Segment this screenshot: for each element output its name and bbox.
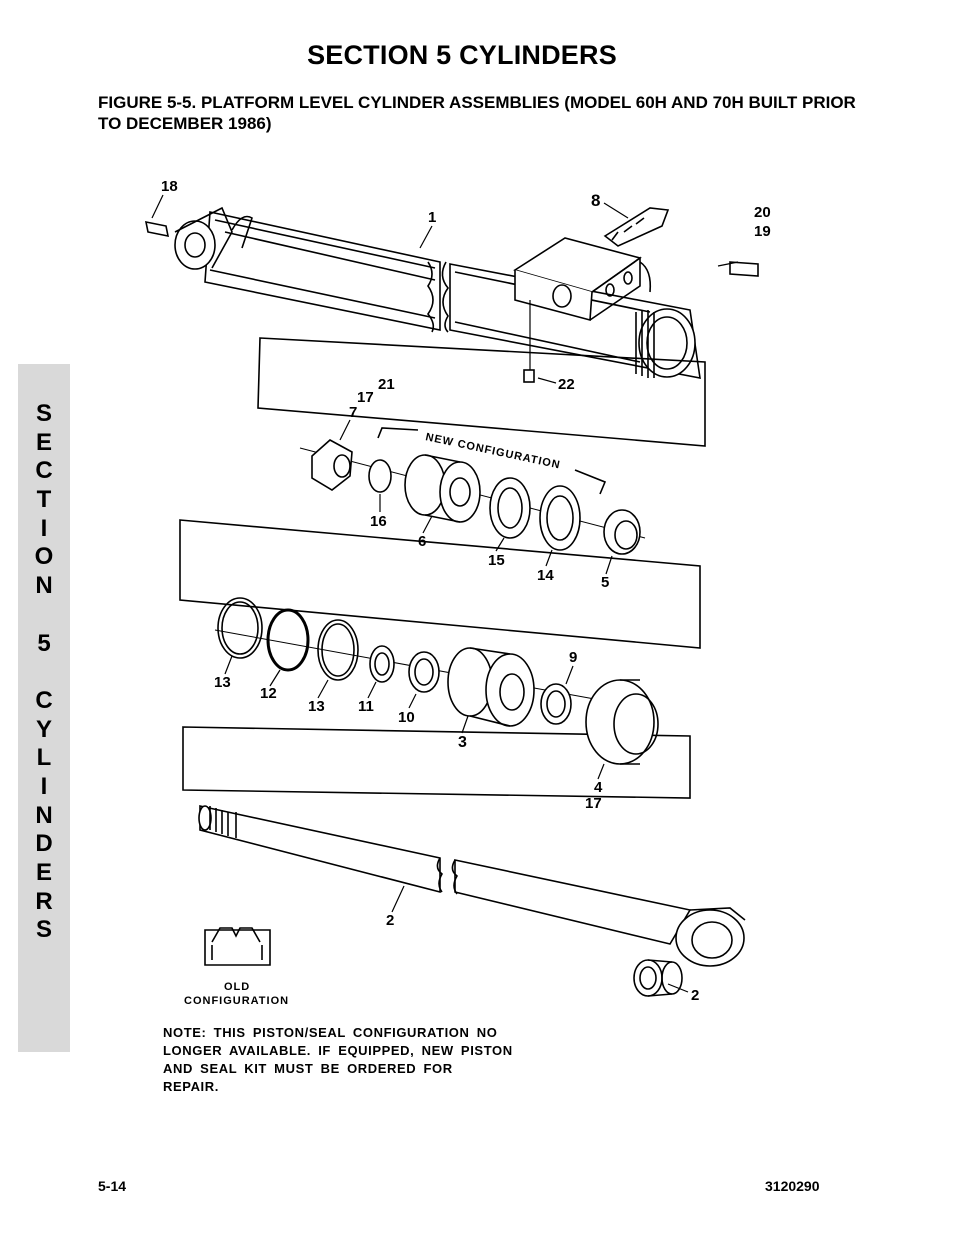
side-tab-letter: O [34,543,54,571]
ring-13a [217,597,263,659]
bushing-2 [633,959,663,997]
side-tab-letter: N [35,572,53,600]
callout-18: 18 [161,178,178,195]
ring-9 [540,683,572,725]
callout-9: 9 [569,649,577,666]
panel-bottom [182,726,691,799]
gland-4 [585,679,659,765]
configuration-note: NOTE: THIS PISTON/SEAL CONFIGURATION NO … [163,1025,513,1094]
side-tab-letter: L [36,744,52,772]
piston-3 [447,647,535,727]
seal-14 [539,485,581,551]
section-title: SECTION 5 CYLINDERS [307,40,617,70]
piston-6 [404,454,481,523]
callout-21: 21 [378,376,395,393]
callout-17-lower: 17 [585,795,602,812]
callout-2-rod: 2 [386,912,394,929]
leader-lines [151,194,739,993]
callout-14: 14 [537,567,554,584]
ring-12 [266,608,310,672]
side-tab-letter: S [35,916,52,944]
old-configuration-sketch [204,927,271,966]
callout-2-bushing: 2 [691,987,699,1004]
callout-1: 1 [428,209,436,226]
callout-12: 12 [260,685,277,702]
side-tab-letter: E [35,859,52,886]
callout-3: 3 [458,734,467,751]
callout-11: 11 [358,698,374,715]
valve-block [513,237,652,322]
ring-13b [317,619,359,681]
figure-title: FIGURE 5-5. PLATFORM LEVEL CYLINDER ASSE… [98,93,856,133]
side-tab-letter: C [35,686,53,714]
side-tab-letter: I [40,514,48,542]
bushing-5 [603,509,641,555]
side-tab-letter: Y [35,715,52,743]
rod-part [198,805,746,967]
grease-fitting [729,261,759,277]
callout-16: 16 [370,513,387,530]
callout-19: 19 [754,223,771,240]
fitting-18 [144,220,170,238]
side-tab-letter: R [35,887,53,915]
document-number: 3120290 [765,1178,820,1194]
old-config-label-2: CONFIGURATION [184,995,289,1007]
callout-5: 5 [601,574,609,591]
side-tab-letter: I [40,772,48,800]
ring-16 [368,459,392,493]
new-configuration-label: NEW CONFIGURATION [424,431,561,471]
callout-13-right: 13 [308,698,325,715]
panel-top [257,337,706,447]
side-tab-letter: S [35,400,52,427]
side-tab-letter: N [35,801,53,829]
ring-15 [489,477,531,539]
callout-10: 10 [398,709,415,726]
nut-part [311,439,353,491]
callout-6: 6 [418,533,426,550]
callout-8: 8 [591,191,600,210]
side-tab-letter: 5 [37,629,51,657]
side-tab-letter: D [35,830,53,858]
callout-15: 15 [488,552,505,569]
fitting-part [603,207,670,247]
plug-22 [523,369,535,383]
bushing-10 [408,651,440,693]
old-config-label-1: OLD [224,981,250,993]
callout-7: 7 [349,404,357,421]
callout-4: 4 [594,779,603,796]
page-number: 5-14 [98,1178,127,1194]
callout-20: 20 [754,204,771,221]
panel-middle [179,519,701,649]
side-tab-letter: C [35,457,53,485]
side-tab-letter: E [35,428,52,456]
side-tab-letter: T [36,486,52,514]
callout-17-upper: 17 [357,389,374,406]
callout-13-left: 13 [214,674,231,691]
bushing-11 [369,645,395,683]
callout-22: 22 [558,376,575,393]
